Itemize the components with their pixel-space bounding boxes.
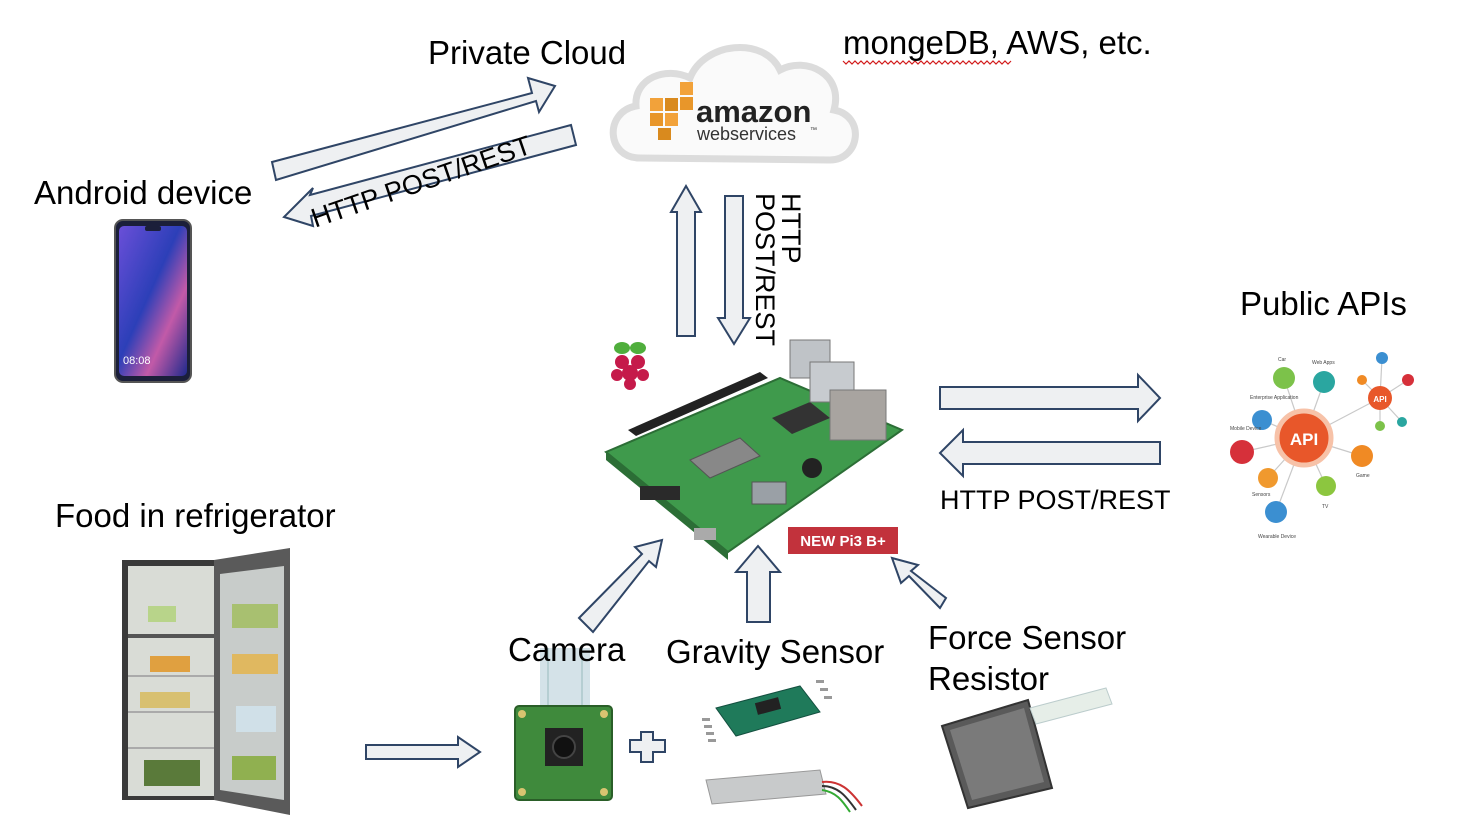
api-node-game: Game <box>1356 473 1370 479</box>
api-center-label: API <box>1290 430 1318 449</box>
arrow-pi-to-apis <box>939 372 1162 424</box>
refrigerator-image <box>122 548 290 815</box>
aws-logo-subtext: webservices <box>696 124 796 144</box>
api-node-sensors: Sensors <box>1252 492 1271 498</box>
camera-label: Camera <box>508 631 626 668</box>
aws-logo-text: amazon <box>696 94 811 129</box>
cloud-services-label: mongeDB, AWS, etc. <box>843 24 1152 61</box>
aws-tm: ™ <box>810 127 817 134</box>
force-sensor-resistor-label: Force Sensor Resistor <box>928 619 1127 697</box>
arrow-force-to-pi <box>890 556 948 610</box>
api-node-web-apps: Web Apps <box>1312 360 1335 366</box>
api-node-car: Car <box>1278 357 1286 363</box>
arrow-cloud-to-pi <box>716 195 752 346</box>
android-phone-image: 08:08 <box>114 219 192 383</box>
arrow-gravity-to-pi <box>733 544 783 623</box>
raspberry-pi-board-image <box>604 339 905 560</box>
aws-cloud-image: amazon webservices ™ <box>609 44 859 164</box>
arrow-apis-to-pi <box>938 427 1161 479</box>
food-in-refrigerator-label: Food in refrigerator <box>55 497 336 534</box>
api-node-wearable: Wearable Device <box>1258 534 1296 540</box>
api-node-tv: TV <box>1322 504 1329 510</box>
force-sensor-image <box>940 687 1113 810</box>
http-post-rest-api-label: HTTP POST/REST <box>940 485 1171 515</box>
arrow-android-to-cloud <box>270 76 557 182</box>
arrow-camera-to-pi <box>577 538 664 634</box>
private-cloud-label: Private Cloud <box>428 34 627 71</box>
gravity-sensor-image <box>702 680 863 813</box>
api-node-enterprise: Enterprise Application <box>1250 395 1299 401</box>
pi-badge-text: NEW Pi3 B+ <box>800 533 886 550</box>
android-device-label: Android device <box>34 174 253 211</box>
plus-icon <box>629 731 666 763</box>
http-post-rest-cloud-label: HTTP POST/REST <box>750 193 806 347</box>
api-hub-image: API API Car Web Apps Enterprise Applicat… <box>1230 352 1414 540</box>
gravity-sensor-label: Gravity Sensor <box>666 633 885 670</box>
api-small-label: API <box>1373 395 1386 404</box>
spellcheck-underline <box>842 60 1012 65</box>
phone-time: 08:08 <box>123 355 151 367</box>
raspberry-pi-logo-icon <box>611 342 649 390</box>
camera-module-image <box>514 648 613 801</box>
api-node-mobile: Mobile Device <box>1230 426 1262 432</box>
public-apis-label: Public APIs <box>1240 285 1407 322</box>
aws-cubes-icon <box>650 82 693 140</box>
arrow-pi-to-cloud <box>669 183 703 337</box>
arrow-fridge-to-sensors <box>365 735 482 769</box>
arrow-cloud-to-android <box>282 123 578 228</box>
pi-badge: NEW Pi3 B+ <box>788 527 898 554</box>
